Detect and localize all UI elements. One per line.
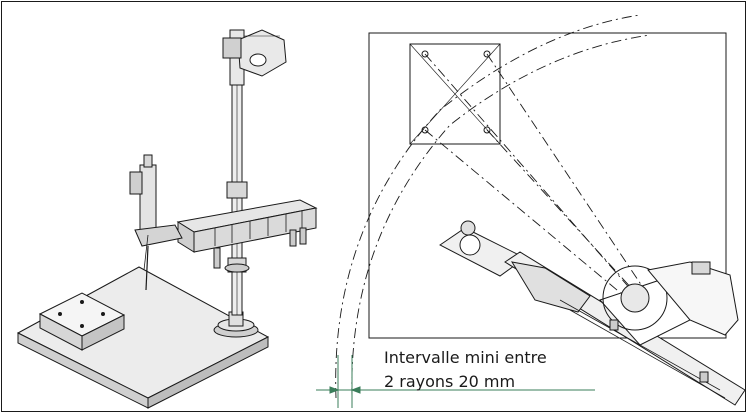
horizontal-arm xyxy=(176,199,318,269)
interval-annotation-line1: Intervalle mini entre xyxy=(384,348,547,367)
arm-top-view xyxy=(439,220,746,406)
interval-annotation-line2: 2 rayons 20 mm xyxy=(384,372,516,391)
dimension-marker xyxy=(316,355,595,408)
isometric-view xyxy=(16,29,318,409)
work-area-frame xyxy=(368,32,727,339)
control-box xyxy=(38,292,126,351)
top-view xyxy=(316,14,746,408)
tool-holder xyxy=(129,154,183,291)
top-reel xyxy=(222,29,287,86)
reach-square xyxy=(409,43,501,145)
main-column xyxy=(224,79,250,316)
column-base xyxy=(213,311,259,338)
sweep-arcs xyxy=(335,14,651,399)
base-plate xyxy=(16,266,270,409)
